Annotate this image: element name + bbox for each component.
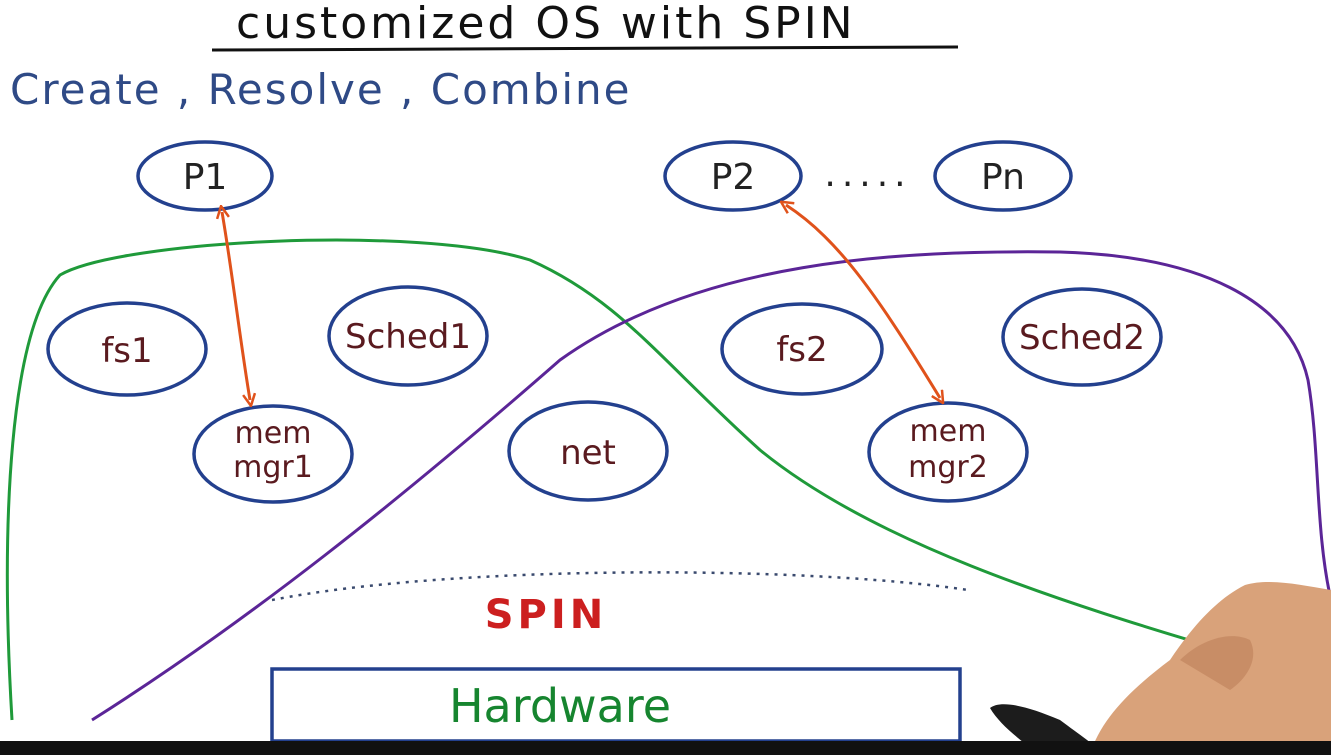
process-p2-label: P2 <box>711 157 756 198</box>
process-ellipsis: ..... <box>824 154 911 195</box>
fs2-label: fs2 <box>776 330 827 370</box>
mem-mgr2-label-line2: mgr2 <box>908 450 988 485</box>
process-pn-label: Pn <box>981 157 1025 198</box>
hardware-box: Hardware <box>270 667 962 743</box>
extension-1-curve <box>5 238 1251 721</box>
title-underline <box>211 45 959 52</box>
sched2-label: Sched2 <box>1019 318 1145 358</box>
bottom-bar <box>0 741 1331 755</box>
sched1-label: Sched1 <box>345 317 471 357</box>
fs1-node: fs1 <box>46 301 208 397</box>
mem-mgr1-label-line2: mgr1 <box>233 450 313 485</box>
diagram-title: customized OS with SPIN <box>236 0 856 49</box>
process-pn-node: Pn <box>933 140 1073 212</box>
mem-mgr2-node: mem mgr2 <box>867 401 1029 503</box>
mem-mgr2-label-line1: mem <box>910 414 987 449</box>
hardware-label: Hardware <box>449 679 671 733</box>
diagram-subtitle: Create , Resolve , Combine <box>10 65 631 114</box>
mem-mgr1-node: mem mgr1 <box>192 404 354 504</box>
mem-mgr1-label-line1: mem <box>235 416 312 451</box>
process-p2-node: P2 <box>663 140 803 212</box>
sched1-node: Sched1 <box>327 285 489 387</box>
fs1-label: fs1 <box>101 331 152 371</box>
hand-with-pen <box>990 582 1331 755</box>
spin-boundary-dotted-line <box>271 571 969 602</box>
process-p1-label: P1 <box>183 157 228 198</box>
net-node: net <box>507 400 669 502</box>
net-label: net <box>560 433 616 473</box>
sched2-node: Sched2 <box>1001 287 1163 387</box>
fs2-node: fs2 <box>720 302 884 396</box>
p2-mem-mgr2-arrow <box>786 205 940 398</box>
spin-label: SPIN <box>485 592 607 638</box>
p1-mem-mgr1-arrow <box>222 212 250 400</box>
process-p1-node: P1 <box>136 140 274 212</box>
